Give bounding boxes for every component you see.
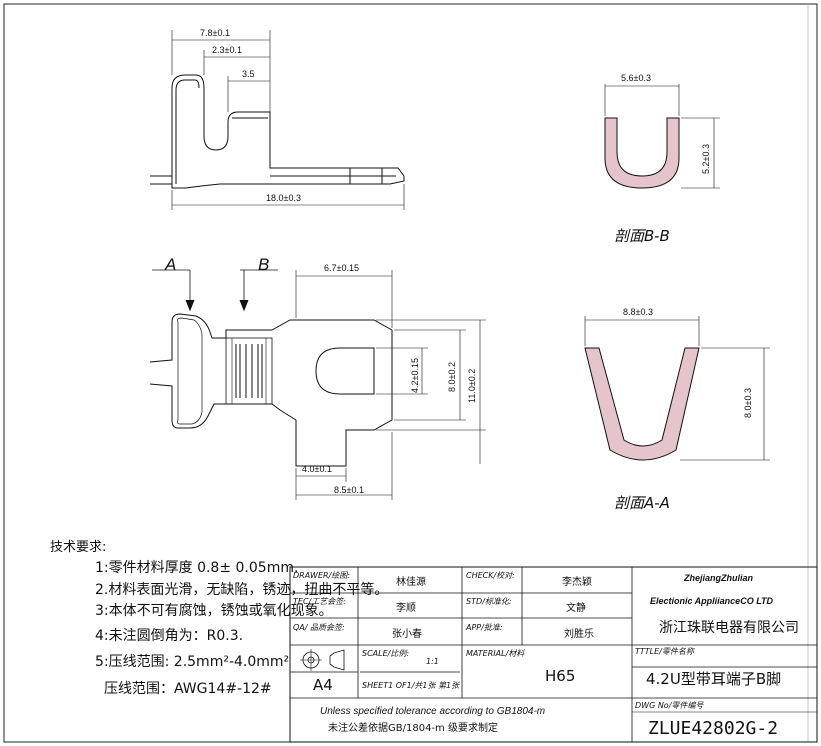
- note-item-3: 3:本体不可有腐蚀，锈蚀或氧化现象。: [95, 602, 333, 619]
- technical-notes: 技术要求: 1:零件材料厚度 0.8± 0.05mm. 2.材料表面光滑，无缺陷…: [50, 540, 388, 697]
- notes-title: 技术要求:: [50, 540, 106, 555]
- top-view: [150, 30, 405, 210]
- company-en-2: Electionic AppliianceCO LTD: [650, 596, 774, 606]
- view-marker-a: A: [164, 255, 176, 274]
- dim-overall-width: 7.8±0.1: [200, 28, 230, 38]
- dim-plan-span: 8.5±0.1: [334, 485, 364, 495]
- note-item-5: 5:压线范围: 2.5mm²-4.0mm²: [95, 653, 289, 670]
- section-bb-view: [604, 84, 720, 189]
- company-cn: 浙江珠联电器有限公司: [659, 620, 799, 636]
- dim-plan-mid-height: 8.0±0.2: [447, 362, 457, 392]
- dim-aa-height: 8.0±0.3: [743, 388, 753, 418]
- title-value: 4.2U型带耳端子B脚: [646, 670, 781, 688]
- dwg-value: ZLUE42802G-2: [648, 718, 778, 739]
- scale-value: 1:1: [426, 657, 439, 666]
- note-item-1: 1:零件材料厚度 0.8± 0.05mm.: [95, 560, 298, 576]
- section-aa-view: [584, 316, 770, 461]
- dim-length: 18.0±0.3: [266, 193, 301, 203]
- material-label: MATERIAL/材料: [466, 649, 525, 658]
- dim-plan-inner-height: 4.2±0.15: [410, 358, 420, 393]
- section-bb-label: 剖面B-B: [614, 227, 670, 245]
- app-label: APP/批准:: [465, 623, 503, 632]
- view-marker-b: B: [258, 255, 269, 274]
- std-label: STD/标准化:: [466, 597, 512, 606]
- title-label: TTTLE/零件名称: [635, 647, 696, 656]
- qa-value: 张小春: [392, 628, 422, 640]
- plan-view: [149, 269, 486, 500]
- drawer-label: DRAWER/绘图:: [293, 571, 350, 580]
- note-item-4: 4:未注圆倒角为：R0.3.: [95, 628, 243, 644]
- company-en-1: ZhejiangZhulian: [683, 573, 754, 583]
- sheet-size: A4: [313, 676, 333, 694]
- tec-value: 李顺: [396, 601, 416, 614]
- dwg-label: DWG No/零件编号: [635, 701, 704, 710]
- check-label: CHECK/校对:: [466, 571, 515, 580]
- qa-label: QA/ 品质会签:: [293, 623, 345, 632]
- tolerance-en: Unless specified tolerance according to …: [320, 706, 545, 717]
- tec-label: TEC/工艺会签:: [293, 597, 346, 606]
- dim-step: 3.5: [242, 69, 255, 79]
- dim-bb-height: 5.2±0.3: [701, 144, 711, 174]
- material-value: H65: [545, 667, 575, 685]
- drawer-value: 林佳源: [396, 575, 426, 588]
- dim-plan-outer-height: 11.0±0.2: [467, 369, 477, 403]
- app-value: 刘胜乐: [564, 628, 594, 640]
- dim-plan-offset: 4.0±0.1: [302, 464, 332, 474]
- dim-bb-width: 5.6±0.3: [621, 73, 651, 83]
- dim-plan-width: 6.7±0.15: [324, 263, 359, 273]
- tolerance-cn: 未注公差依据GB/1804-m 级要求制定: [328, 721, 498, 734]
- check-value: 李杰颖: [562, 575, 592, 588]
- scale-label: SCALE/比例:: [362, 649, 409, 658]
- title-block: [289, 566, 818, 743]
- std-value: 文静: [566, 601, 586, 614]
- note-item-6: 压线范围：AWG14#-12#: [104, 680, 272, 697]
- note-item-2: 2.材料表面光滑，无缺陷，锈迹，扭曲不平等。: [95, 581, 388, 598]
- section-aa-label: 剖面A-A: [614, 494, 670, 512]
- sheet-label: SHEET1 OF1/共1张 第1张: [362, 681, 460, 690]
- dim-aa-width: 8.8±0.3: [623, 307, 653, 317]
- dim-slot-width: 2.3±0.1: [212, 45, 242, 55]
